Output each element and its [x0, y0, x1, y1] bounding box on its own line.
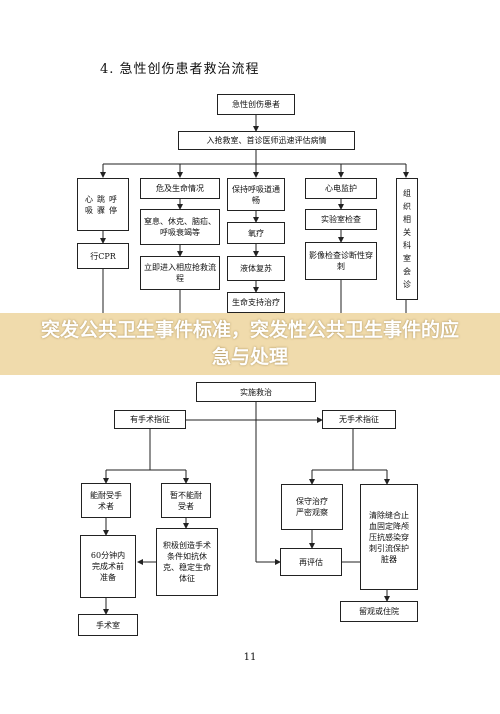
no-surgery-indicated-box: 无手术指征	[322, 410, 396, 429]
suffocation-shock-box: 窒息、休克、脑疝、呼吸衰竭等	[140, 209, 220, 245]
lab-tests-box: 实验室检查	[305, 209, 377, 230]
intolerant-patients-box: 暂不能耐受者	[161, 483, 211, 518]
surgery-indicated-box: 有手术指征	[114, 410, 186, 429]
title-banner: 突发公共卫生事件标准，突发性公共卫生事件的应急与处理	[0, 313, 500, 375]
cardiac-arrest-box: 心跳呼吸骤停	[77, 178, 129, 231]
stabilize-box: 积极创造手术条件如抗休克、稳定生命体征	[156, 528, 218, 596]
rescue-process-box: 立即进入相应抢救流程	[140, 256, 220, 290]
fluid-resuscitation-box: 液体复苏	[227, 256, 285, 281]
reevaluate-box: 再评估	[280, 548, 342, 576]
start-box: 急性创伤患者	[217, 94, 295, 115]
page-number: 11	[243, 652, 257, 663]
imaging-puncture-box: 影像检查诊断性穿刺	[305, 242, 377, 280]
ecg-monitor-box: 心电监护	[305, 178, 377, 199]
conservative-treatment-box: 保守治疗严密观察	[281, 484, 343, 530]
wound-care-box: 清除缝合止血固定降颅压抗感染穿刺引流保护脏器	[360, 484, 418, 590]
section-title: 4. 急性创伤患者救治流程	[100, 62, 260, 77]
life-threatening-box: 危及生命情况	[140, 178, 220, 199]
cpr-box: 行CPR	[77, 243, 129, 269]
operating-room-box: 手术室	[78, 614, 138, 636]
triage-box: 入抢救室、首诊医师迅速评估病情	[178, 131, 355, 150]
consultation-box: 组织相关科室会诊	[396, 178, 418, 300]
banner-title: 突发公共卫生事件标准，突发性公共卫生事件的应急与处理	[40, 319, 459, 368]
implement-treatment-box: 实施救治	[196, 382, 316, 402]
life-support-box: 生命支持治疗	[227, 292, 285, 313]
oxygen-therapy-box: 氧疗	[227, 222, 285, 244]
preop-prep-box: 60分钟内完成术前准备	[80, 535, 136, 598]
tolerant-patients-box: 能耐受手术者	[81, 483, 131, 518]
observe-or-admit-box: 留观或住院	[340, 601, 418, 622]
airway-box: 保持呼吸道通畅	[227, 178, 285, 211]
